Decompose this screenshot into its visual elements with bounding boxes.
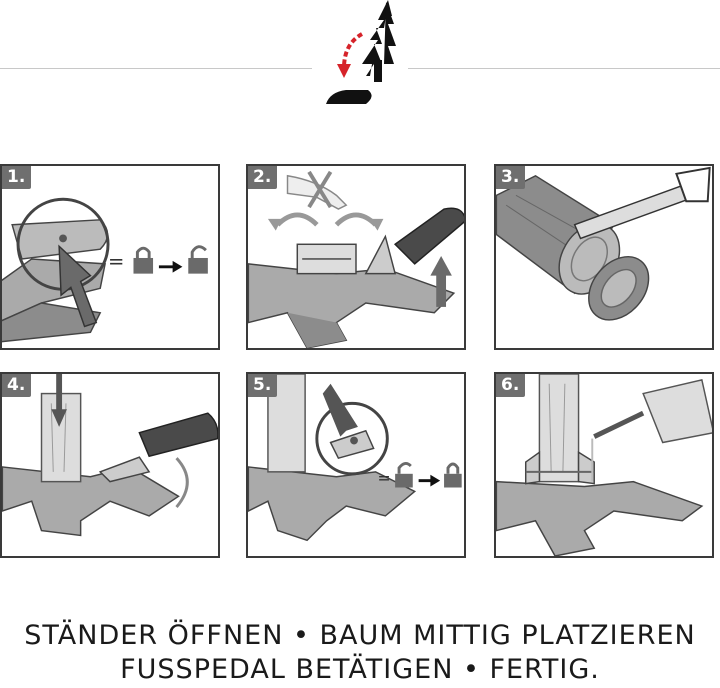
step-6-illustration [496, 374, 712, 556]
padlock-open-icon [395, 462, 413, 488]
step-panel-3: 3. [494, 164, 714, 350]
shoe-icon [138, 412, 218, 458]
step-number-2: 2. [248, 166, 278, 189]
watering-can-icon [593, 378, 712, 444]
arrow-right-icon [418, 474, 441, 487]
step-panel-2: 2. [246, 164, 466, 350]
step-panel-1: = 1. [0, 164, 220, 350]
shoe-icon [394, 207, 464, 265]
step-panel-5: = 5. [246, 372, 466, 558]
step-5-illustration: = [248, 374, 462, 542]
equals-sign: = [108, 250, 124, 273]
tree-logo-icon [326, 0, 396, 104]
header-rule-left [0, 68, 312, 69]
step-number-1: 1. [2, 166, 32, 189]
equals-sign: = [378, 469, 391, 488]
caption-line-2: FUSSPEDAL BETÄTIGEN • FERTIG. [120, 654, 600, 685]
caption-line-1: STÄNDER ÖFFNEN • BAUM MITTIG PLATZIEREN [24, 620, 696, 651]
saw-icon [573, 166, 711, 240]
step-number-5: 5. [248, 374, 278, 397]
step-number-3: 3. [496, 166, 526, 189]
arrow-right-icon [158, 260, 183, 273]
padlock-closed-icon [444, 462, 462, 488]
padlock-open-icon [188, 245, 208, 274]
step-number-6: 6. [496, 374, 526, 397]
step-4-illustration [2, 374, 218, 537]
header-rule-right [408, 68, 720, 69]
step-3-illustration [496, 166, 711, 321]
padlock-closed-icon [133, 246, 154, 274]
step-1-illustration: = [2, 197, 208, 343]
step-panel-4: 4. [0, 372, 220, 558]
step-number-4: 4. [2, 374, 32, 397]
step-2-illustration [248, 170, 464, 348]
step-panel-6: 6. [494, 372, 714, 558]
